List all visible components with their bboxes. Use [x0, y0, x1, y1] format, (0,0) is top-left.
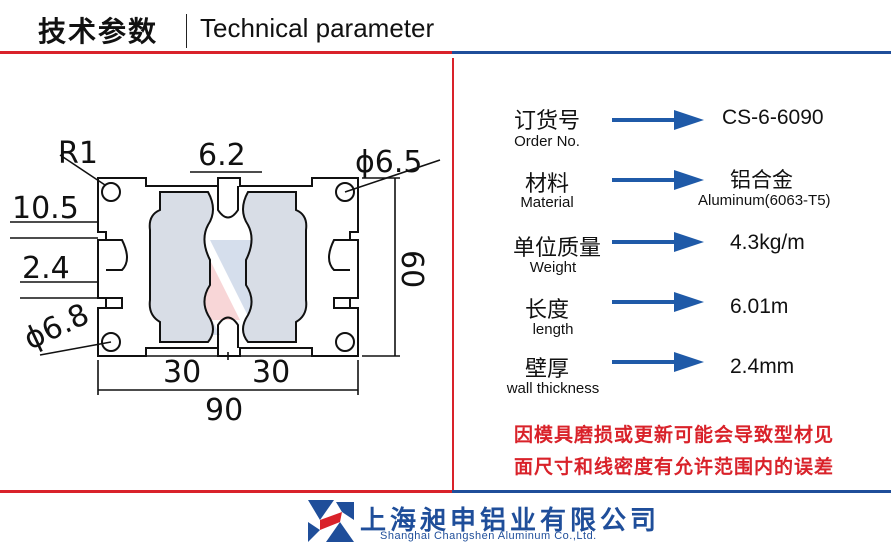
- header-title-cn: 技术参数: [38, 16, 159, 47]
- company-name-en: Shanghai Changshen Aluminum Co.,Ltd.: [380, 530, 597, 542]
- arrow-icon: [612, 352, 704, 372]
- dim-d1: 10.5: [12, 191, 79, 226]
- top-divider-red: [0, 51, 452, 54]
- dim-d3: ϕ6.8: [19, 297, 95, 357]
- arrow-icon: [612, 110, 704, 130]
- param-label-cn: 单位质量: [512, 235, 601, 260]
- param-label-cn: 长度: [524, 297, 569, 322]
- header-separator: [186, 14, 187, 48]
- param-value: 4.3kg/m: [730, 231, 805, 254]
- note-line-2: 面尺寸和线密度有允许范围内的误差: [513, 457, 834, 478]
- company-logo: [308, 500, 354, 542]
- param-label-cn: 材料: [524, 171, 569, 196]
- dim-slot: 6.2: [198, 138, 246, 173]
- dim-d2: 2.4: [22, 251, 70, 286]
- header-title-en: Technical parameter: [200, 13, 435, 43]
- param-label-en: Weight: [529, 259, 577, 276]
- vertical-divider: [452, 58, 454, 491]
- param-value: 2.4mm: [730, 355, 795, 378]
- dim-half1: 30: [163, 355, 201, 390]
- param-value: 6.01m: [730, 295, 789, 318]
- bottom-divider-red: [0, 490, 452, 493]
- param-label-cn: 壁厚: [524, 356, 569, 381]
- param-label-en: Material: [520, 194, 574, 211]
- param-label-en: length: [532, 321, 574, 338]
- dim-hole: ϕ6.5: [355, 145, 423, 180]
- profile-drawing: R1 6.2 ϕ6.5 10.5 2.4 ϕ6.8 60 30 30 90: [10, 136, 441, 428]
- arrow-icon: [612, 232, 704, 252]
- bottom-divider-blue: [452, 490, 891, 493]
- dim-r: R1: [58, 136, 98, 171]
- param-sub: Aluminum(6063-T5): [698, 192, 831, 209]
- param-label-cn: 订货号: [513, 108, 580, 133]
- param-label-en: wall thickness: [506, 380, 600, 397]
- company-name-cn: 上海昶申铝业有限公司: [360, 505, 661, 535]
- note-line-1: 因模具磨损或更新可能会导致型材见: [513, 425, 834, 446]
- arrow-icon: [612, 170, 704, 190]
- param-label-en: Order No.: [514, 133, 580, 150]
- param-value: 铝合金: [730, 169, 793, 192]
- param-value: CS-6-6090: [722, 106, 824, 129]
- top-divider-blue: [452, 51, 891, 54]
- dim-half2: 30: [252, 355, 290, 390]
- arrow-icon: [612, 292, 704, 312]
- dim-width: 90: [205, 393, 243, 428]
- dim-height: 60: [394, 250, 429, 288]
